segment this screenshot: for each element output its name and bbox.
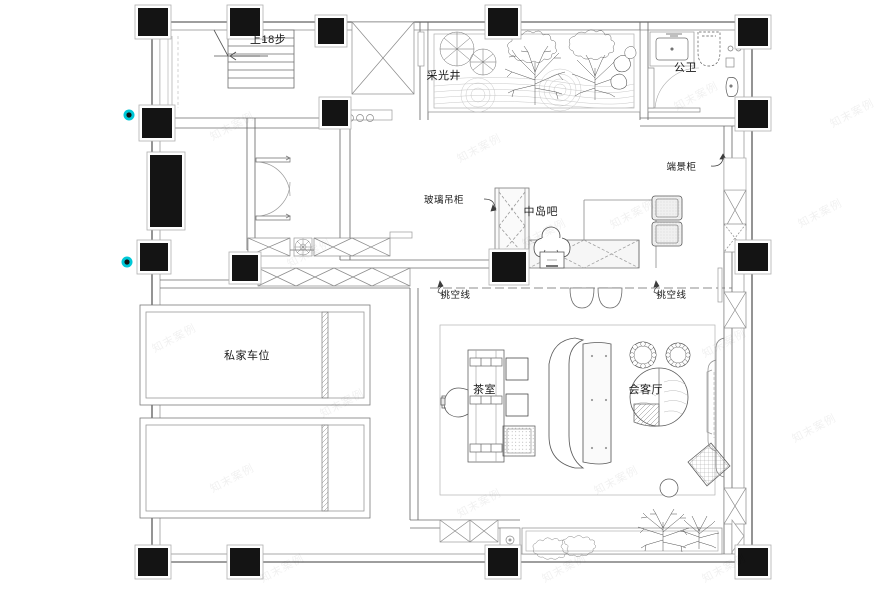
label-end-display-cabinet: 端景柜 — [666, 162, 697, 173]
label-light-well: 采光井 — [426, 70, 461, 82]
kitchen-cabinets — [247, 21, 425, 287]
void-line-leaders — [437, 280, 661, 296]
label-reception-living-room: 会客厅 — [628, 384, 663, 396]
structural-column — [738, 18, 768, 46]
tree-plan-symbols — [504, 45, 619, 105]
tea-armchair — [440, 387, 469, 418]
structural-column — [140, 243, 168, 271]
alignment-marker-core — [126, 112, 132, 118]
doors — [255, 155, 291, 221]
ground-cover — [532, 535, 596, 560]
alignment-marker-core — [124, 259, 130, 265]
pouf-and-side-table — [659, 442, 731, 498]
palm-plants — [439, 31, 497, 76]
shrub-cluster — [507, 29, 615, 63]
stairs — [213, 29, 295, 89]
label-private-parking: 私家车位 — [224, 350, 270, 362]
structural-column — [150, 155, 182, 227]
label-public-bathroom: 公卫 — [674, 62, 697, 74]
label-void-line-left: 挑空线 — [440, 290, 471, 301]
bar-stools — [569, 287, 623, 309]
garden-trees — [637, 508, 720, 553]
structural-column — [738, 243, 768, 271]
structural-column — [738, 548, 768, 576]
structural-column — [230, 8, 260, 36]
light-well-area — [427, 29, 641, 113]
structural-column — [230, 548, 260, 576]
bathroom-fixtures — [647, 31, 742, 113]
structural-column — [738, 100, 768, 128]
structural-columns — [134, 4, 772, 580]
structural-column — [142, 108, 172, 138]
structural-column — [138, 8, 168, 36]
structural-column — [232, 255, 258, 281]
island-bar-unit — [494, 187, 683, 309]
label-void-line-right: 挑空线 — [656, 290, 687, 301]
lounge-armchairs — [651, 195, 683, 247]
tea-ottoman — [502, 425, 536, 457]
structural-column — [492, 252, 526, 282]
structural-column — [318, 18, 344, 44]
structural-column — [488, 8, 518, 36]
label-glass-hanging-cabinet: 玻璃吊柜 — [424, 195, 465, 206]
tea-side-chairs — [505, 357, 529, 417]
kitchen-plant — [294, 238, 312, 256]
structural-column — [138, 548, 168, 576]
curved-sofa — [548, 337, 612, 469]
glass-cabinet-leader — [483, 198, 497, 212]
rock-garden — [610, 46, 637, 90]
round-rug-table — [629, 367, 689, 427]
round-side-stools — [629, 341, 691, 369]
structural-column — [488, 548, 518, 576]
garage-bays — [139, 304, 371, 519]
left-corridor-detail — [159, 29, 179, 109]
label-tea-room: 茶室 — [473, 384, 496, 396]
label-island-bar: 中岛吧 — [523, 206, 558, 218]
tea-benches — [469, 357, 503, 453]
label-stairs-up: 上18步 — [250, 34, 287, 46]
curtain-panel — [706, 337, 725, 478]
alignment-markers — [121, 109, 135, 268]
tea-room-furniture — [440, 349, 536, 463]
structural-column — [322, 100, 348, 126]
